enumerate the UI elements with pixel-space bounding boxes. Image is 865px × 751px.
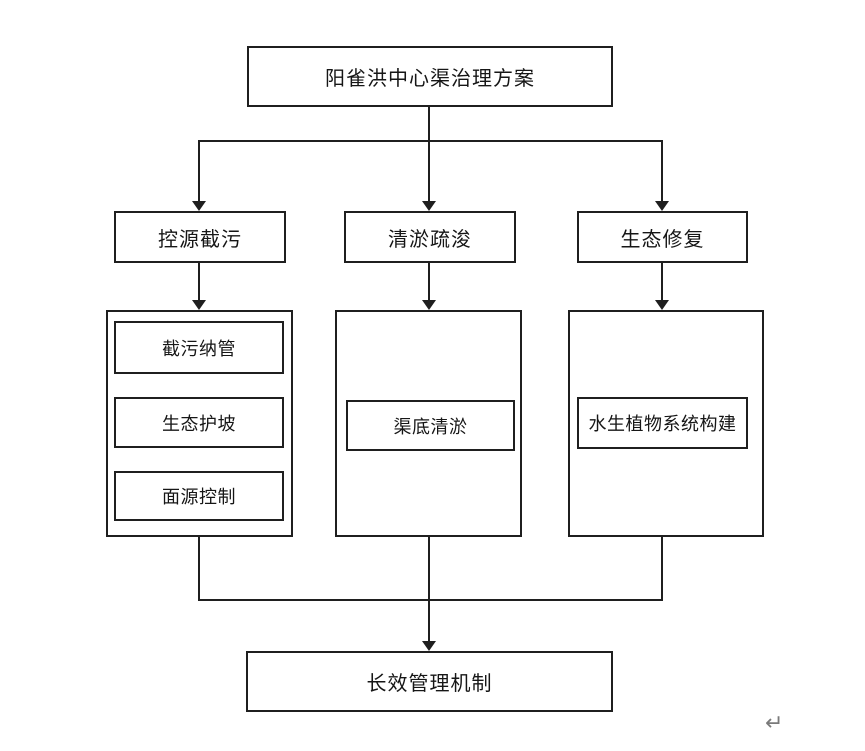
sub-box-sewage-interception: 截污纳管	[114, 321, 284, 374]
connector-middle-to-container	[428, 263, 430, 301]
connector-middle-merge-stem	[428, 537, 430, 642]
paragraph-return-icon: ↵	[765, 710, 784, 735]
bottom-box-long-term-management: 长效管理机制	[246, 651, 613, 712]
connector-root-stem	[428, 107, 430, 141]
sub-box-aquatic-plant-system: 水生植物系统构建	[577, 397, 748, 449]
arrow-down-icon	[422, 641, 436, 651]
branch-box-source-control: 控源截污	[114, 211, 286, 263]
connector-left-merge	[198, 537, 200, 601]
connector-drop-left	[198, 140, 200, 202]
sub-box-nonpoint-source-control: 面源控制	[114, 471, 284, 521]
branch-box-eco-restoration: 生态修复	[577, 211, 748, 263]
connector-left-to-container	[198, 263, 200, 301]
branch-box-dredging: 清淤疏浚	[344, 211, 516, 263]
sub-box-eco-slope: 生态护坡	[114, 397, 284, 448]
connector-drop-middle	[428, 140, 430, 202]
arrow-down-icon	[192, 201, 206, 211]
arrow-down-icon	[422, 201, 436, 211]
connector-right-to-container	[661, 263, 663, 301]
connector-branch-spread	[198, 140, 663, 142]
arrow-down-icon	[655, 300, 669, 310]
arrow-down-icon	[192, 300, 206, 310]
sub-box-channel-bed-dredging: 渠底清淤	[346, 400, 515, 451]
connector-right-merge	[661, 537, 663, 601]
arrow-down-icon	[422, 300, 436, 310]
connector-merge-bar	[198, 599, 663, 601]
root-box-treatment-plan: 阳雀洪中心渠治理方案	[247, 46, 613, 107]
connector-drop-right	[661, 140, 663, 202]
arrow-down-icon	[655, 201, 669, 211]
